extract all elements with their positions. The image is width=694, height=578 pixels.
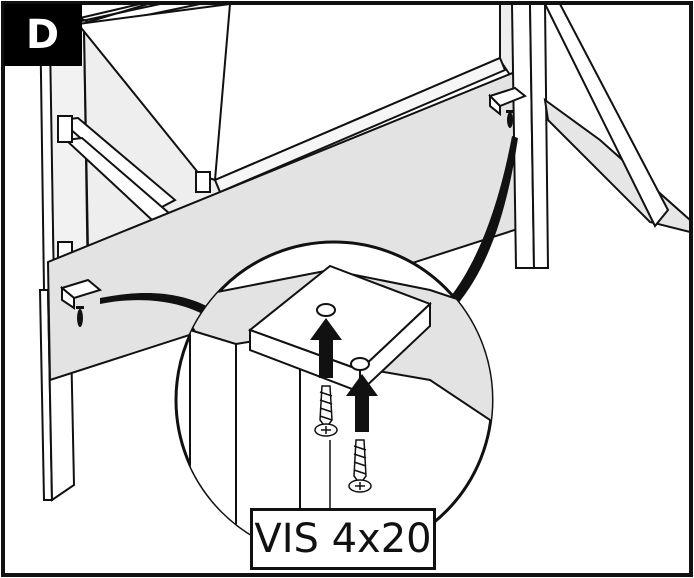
curved-arrow-icon: [100, 293, 214, 318]
screw-icon: [348, 439, 372, 493]
screw-icon: [314, 385, 338, 437]
screw-icon: [76, 306, 84, 327]
right-side-panel: [510, 3, 691, 269]
bracket-icon: [59, 278, 103, 310]
bracket-icon: [488, 86, 527, 117]
left-side-panel: [38, 3, 90, 291]
drawer-box: [76, 3, 507, 194]
curved-arrow-icon: [448, 136, 518, 306]
pilot-hole-icon: [316, 303, 336, 317]
pilot-hole-icon: [350, 357, 370, 371]
up-arrow-icon: [346, 374, 378, 432]
screw-icon: [506, 110, 514, 128]
screw-size-label: VIS 4x20: [250, 508, 436, 570]
step-badge: D: [4, 4, 82, 66]
up-arrow-icon: [310, 318, 342, 378]
